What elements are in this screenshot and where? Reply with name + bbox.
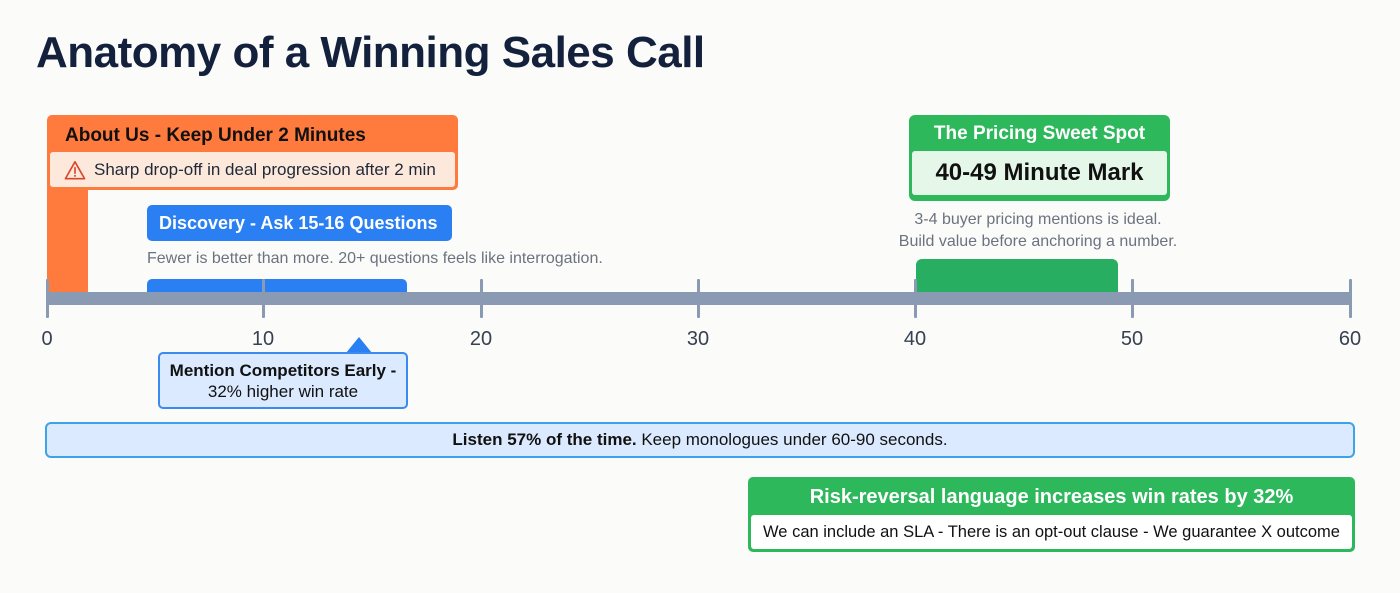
tick-0 (46, 279, 49, 318)
pricing-note: 3-4 buyer pricing mentions is ideal. Bui… (860, 209, 1216, 253)
discovery-timeline-bar (147, 279, 407, 295)
tick-label-20: 20 (469, 328, 493, 350)
tick-label-30: 30 (686, 328, 710, 350)
about-us-timeline-bar (47, 186, 88, 294)
tick-40 (914, 279, 917, 318)
discovery-title: Discovery - Ask 15-16 Questions (147, 205, 452, 241)
competitors-pointer-icon (346, 337, 372, 353)
tick-label-50: 50 (1120, 328, 1144, 350)
tick-30 (697, 279, 700, 318)
tick-label-0: 0 (41, 328, 53, 350)
pricing-note-line2: Build value before anchoring a number. (898, 233, 1178, 250)
competitors-callout-text: 32% higher win rate (207, 382, 359, 401)
tick-10 (262, 279, 265, 318)
about-us-warning: Sharp drop-off in deal progression after… (50, 152, 455, 187)
competitors-callout: Mention Competitors Early - 32% higher w… (158, 352, 408, 409)
pricing-note-line1: 3-4 buyer pricing mentions is ideal. (914, 211, 1162, 228)
listen-banner-bold: Listen 57% of the time. (452, 430, 637, 449)
pricing-title: The Pricing Sweet Spot (933, 123, 1146, 144)
competitors-callout-title: Mention Competitors Early - (169, 361, 397, 380)
tick-60 (1349, 279, 1352, 318)
warning-triangle-icon (64, 160, 86, 179)
tick-label-60: 60 (1338, 328, 1362, 350)
pricing-card: The Pricing Sweet Spot 40-49 Minute Mark (909, 115, 1170, 201)
risk-reversal-card: Risk-reversal language increases win rat… (748, 477, 1355, 552)
discovery-note: Fewer is better than more. 20+ questions… (147, 250, 603, 267)
risk-reversal-title: Risk-reversal language increases win rat… (809, 486, 1294, 508)
tick-label-10: 10 (251, 328, 275, 350)
page-title: Anatomy of a Winning Sales Call (36, 28, 705, 77)
pricing-highlight: 40-49 Minute Mark (912, 151, 1167, 195)
tick-50 (1131, 279, 1134, 318)
risk-reversal-examples: We can include an SLA - There is an opt-… (751, 515, 1352, 549)
about-us-card: About Us - Keep Under 2 Minutes Sharp dr… (47, 115, 458, 190)
about-us-title: About Us - Keep Under 2 Minutes (65, 125, 366, 146)
tick-20 (480, 279, 483, 318)
tick-label-40: 40 (903, 328, 927, 350)
listen-banner-text: Keep monologues under 60-90 seconds. (636, 430, 948, 449)
pricing-timeline-bar (916, 259, 1118, 295)
listen-banner: Listen 57% of the time. Keep monologues … (45, 422, 1355, 458)
about-us-warning-text: Sharp drop-off in deal progression after… (94, 159, 436, 179)
